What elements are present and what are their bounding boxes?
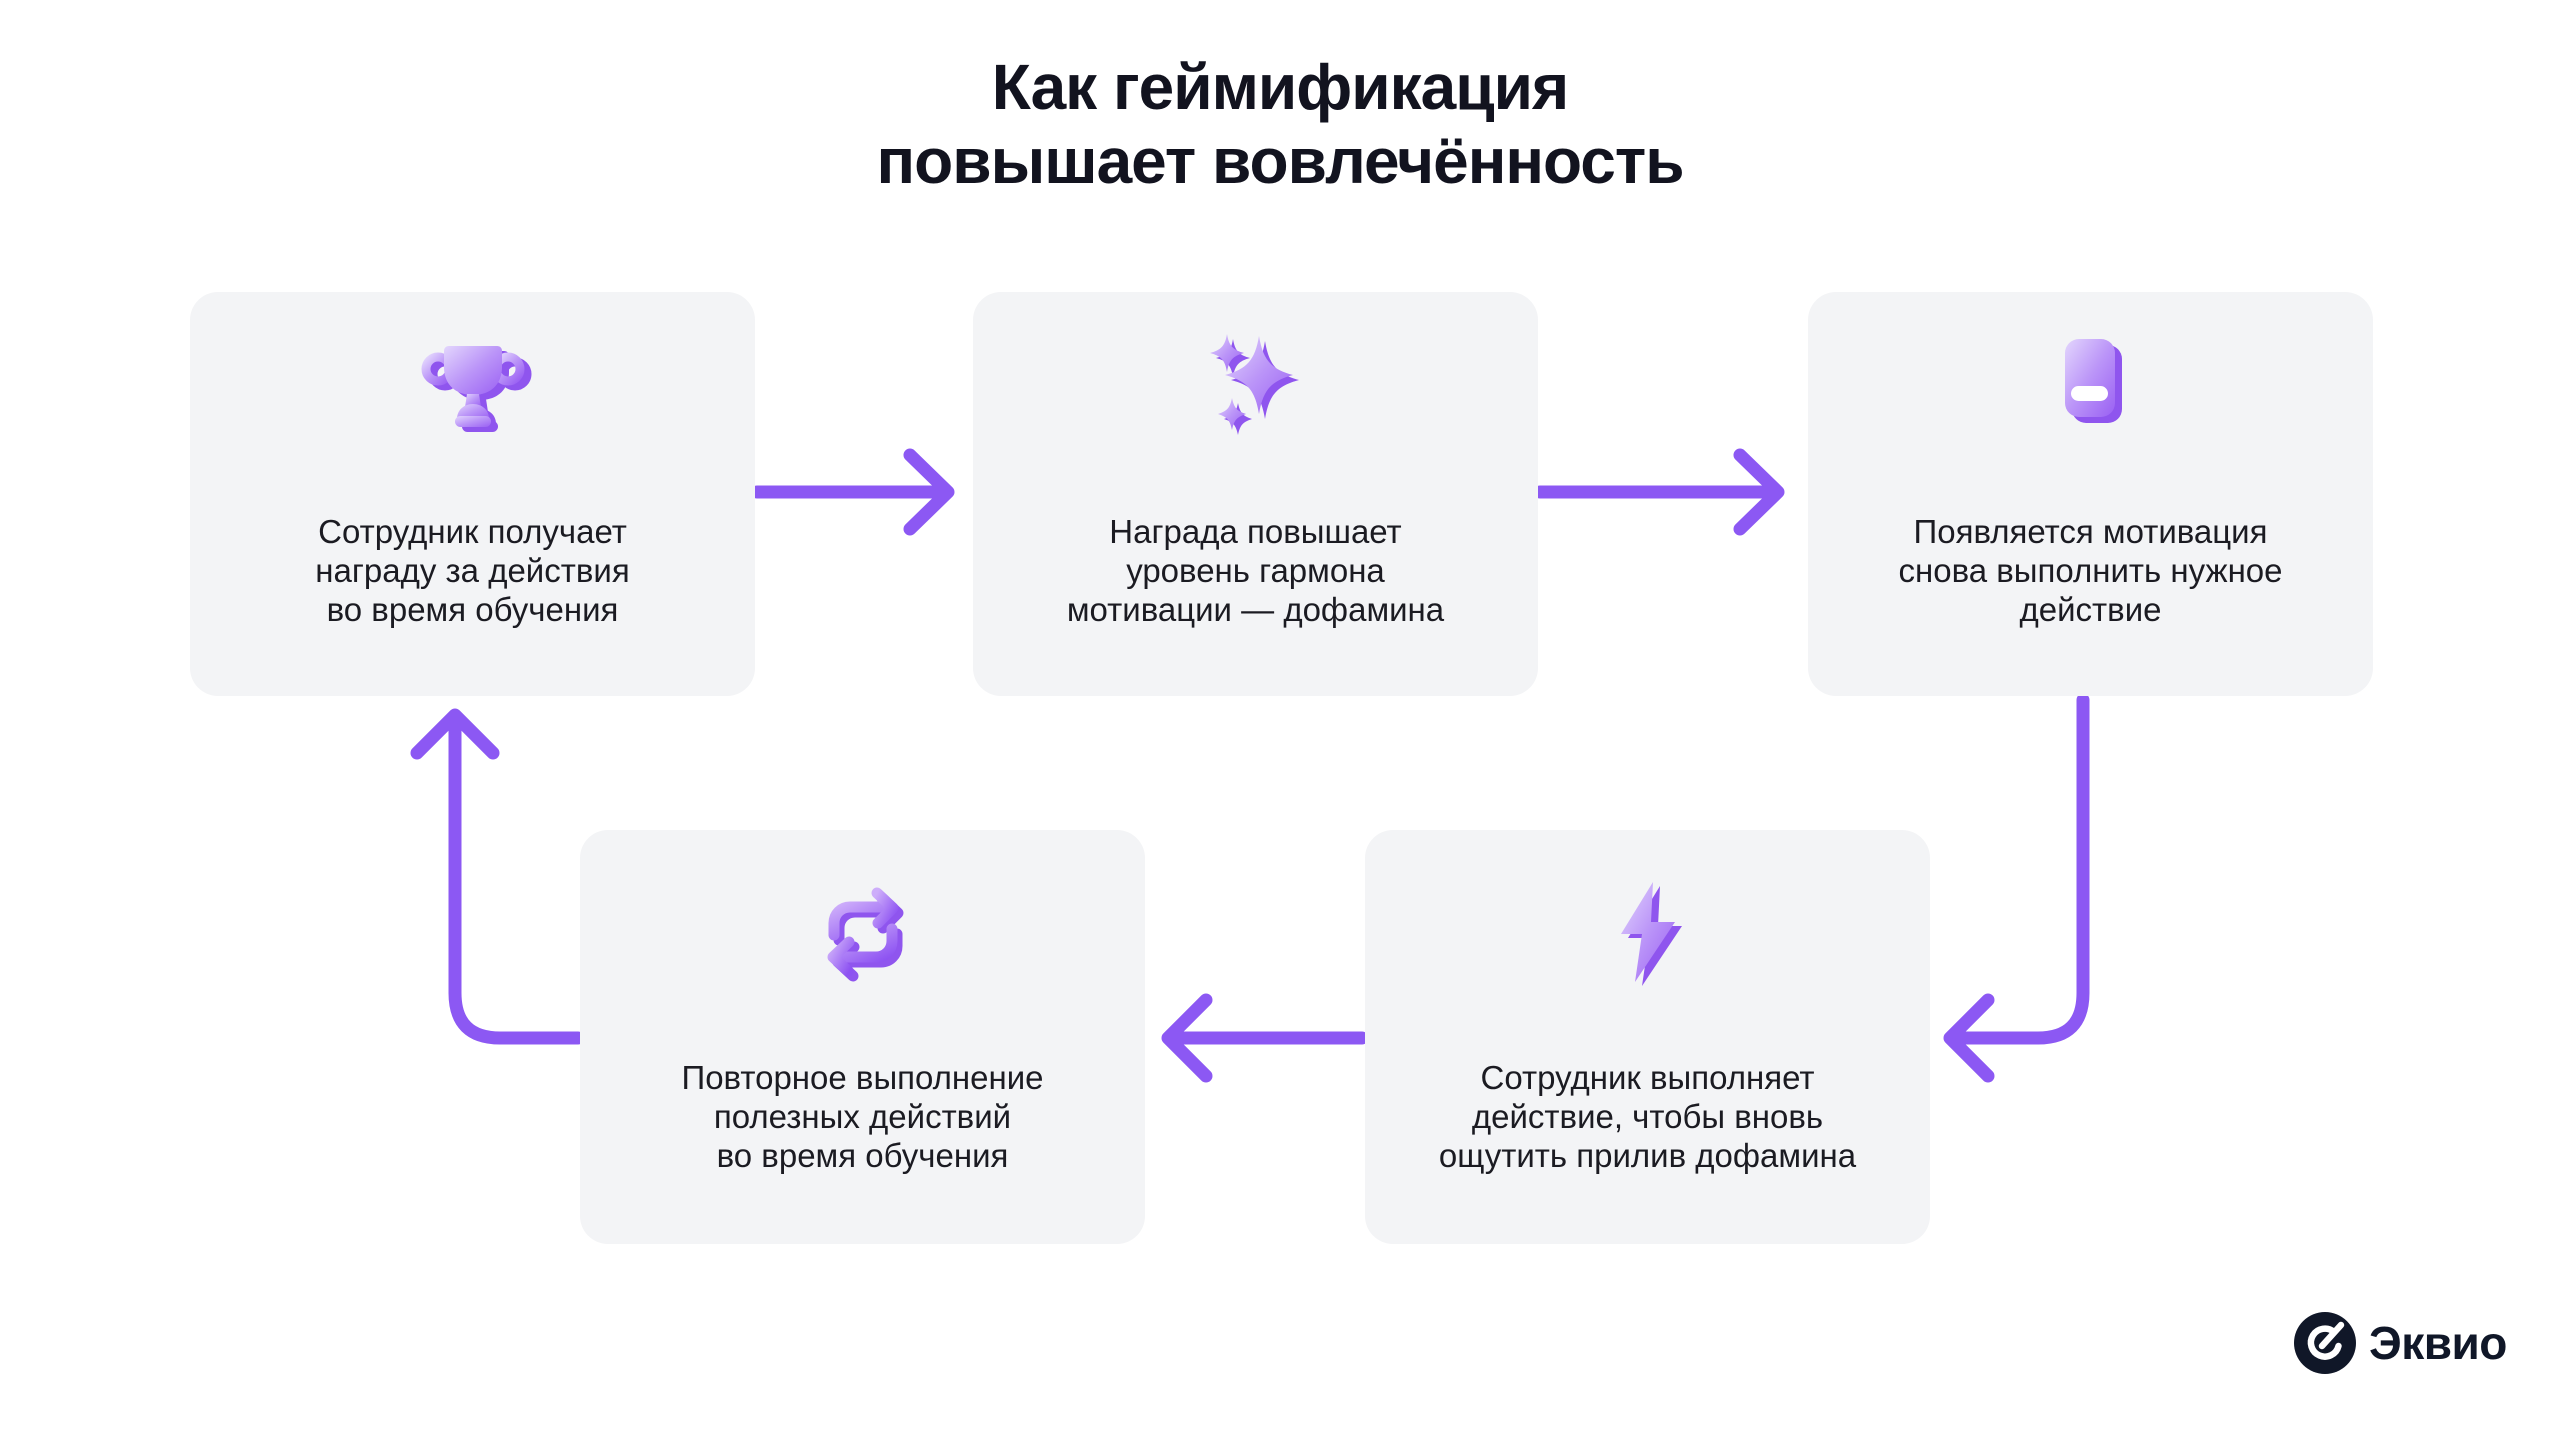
card-step-reward: Сотрудник получает награду за действия в… [190, 292, 755, 696]
equio-logo-icon [2294, 1312, 2356, 1374]
trophy-icon [421, 346, 531, 432]
brand-logo: Эквио [2294, 1312, 2507, 1374]
arrow-step4-to-step5 [1161, 993, 1369, 1083]
card-text: Сотрудник получает награду за действия в… [315, 513, 630, 628]
book-icon [2064, 339, 2122, 423]
card-text: Сотрудник выполняет действие, чтобы внов… [1438, 1059, 1857, 1174]
sparkles-icon [1209, 334, 1299, 435]
page-title: Как геймификация повышает вовлечённость [876, 51, 1684, 197]
brand-name: Эквио [2369, 1317, 2507, 1369]
arrow-step3-to-step4 [1943, 693, 2090, 1083]
card-step-dopamine: Награда повышает уровень гармона мотивац… [973, 292, 1538, 696]
card-text: Награда повышает уровень гармона мотивац… [1066, 513, 1445, 628]
repeat-icon [827, 887, 903, 982]
lightning-icon [1620, 882, 1682, 986]
card-text: Повторное выполнение полезных действий в… [681, 1059, 1044, 1174]
card-step-repeat: Повторное выполнение полезных действий в… [580, 830, 1145, 1244]
arrow-step2-to-step3 [1533, 448, 1785, 536]
card-step-motivation: Появляется мотивация снова выполнить нуж… [1808, 292, 2373, 696]
card-text: Появляется мотивация снова выполнить нуж… [1898, 513, 2283, 628]
arrow-step1-to-step2 [750, 448, 955, 536]
card-step-action: Сотрудник выполняет действие, чтобы внов… [1365, 830, 1930, 1244]
arrow-step5-to-step1 [410, 708, 585, 1045]
